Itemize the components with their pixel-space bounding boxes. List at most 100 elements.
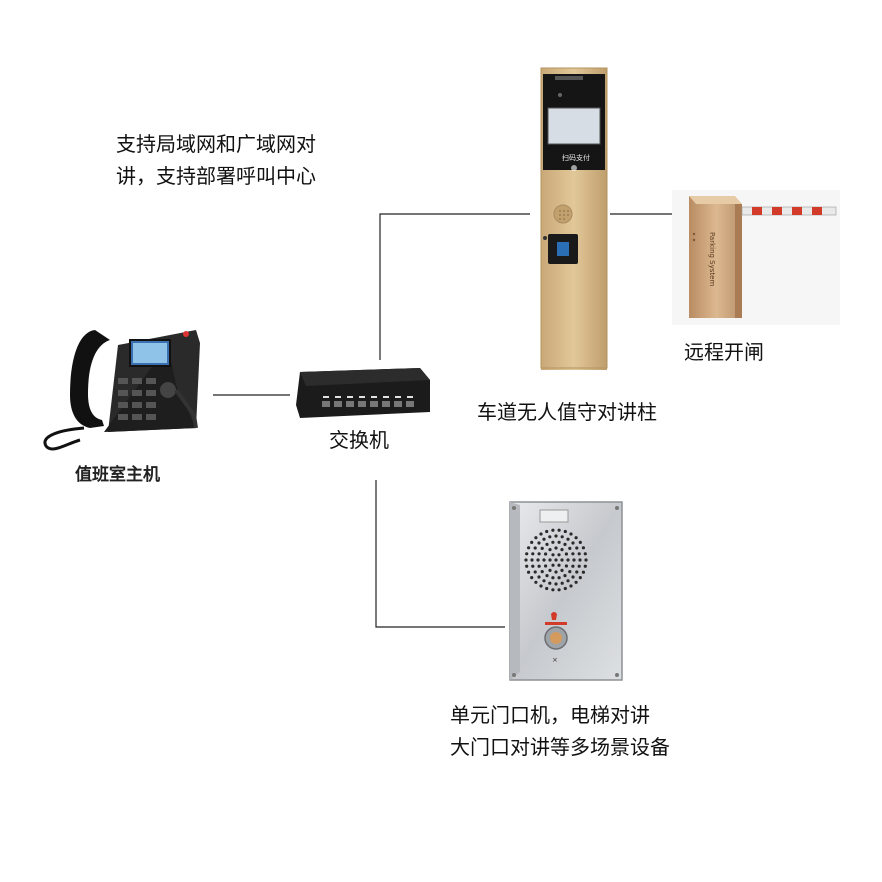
speaker-hole [557,528,561,532]
speaker-hole [577,564,581,568]
speaker-hole [557,576,561,580]
speaker-hole [557,588,561,592]
barrier-brand-label: Parking System [708,232,716,286]
speaker-hole [542,558,546,562]
speaker-hole [531,564,535,568]
speaker-hole [581,546,586,550]
desk-phone-illustration [43,330,200,451]
speaker-hole [551,588,555,592]
speaker-hole [525,552,529,556]
speaker-hole [545,542,549,547]
speaker-hole [560,558,564,562]
speaker-hole [548,548,552,552]
connector-lines [213,213,680,628]
speaker-hole [571,541,575,545]
speaker-hole [551,528,555,532]
speaker-hole [578,558,582,562]
speaker-hole [564,552,569,556]
speaker-hole [530,576,534,580]
speaker-hole [554,582,558,586]
svg-text:×: × [552,656,558,664]
speaker-hole [551,576,555,580]
speaker-hole [527,546,531,550]
speaker-hole [527,570,531,574]
speaker-hole [545,574,549,578]
speaker-hole [568,546,572,551]
speaker-hole [581,570,586,574]
speaker-hole [548,558,552,562]
speaker-hole [583,552,587,556]
speaker-hole [537,564,541,568]
speaker-hole [537,575,541,579]
speaker-hole [533,570,537,574]
speaker-grille [524,528,588,592]
speaker-hole [536,558,540,562]
speaker-hole [544,564,548,568]
speaker-hole [531,552,535,556]
barrier-gate-illustration [672,190,840,325]
speaker-hole [551,553,555,557]
speaker-hole [560,581,564,585]
barrier-label: 远程开闸 [684,340,764,364]
intercom-pillar-illustration [540,67,608,370]
speaker-hole [583,564,587,568]
speaker-hole [563,586,567,591]
line-switch-doorunit [375,480,505,628]
speaker-hole [545,529,549,534]
desk-phone-label: 值班室主机 [75,465,160,485]
speaker-hole [554,546,558,550]
speaker-hole [551,563,555,567]
description-line-1: 支持局域网和广域网对 [116,132,316,156]
door-unit-label-line-2: 大门口对讲等多场景设备 [450,735,670,759]
door-unit-illustration: × [509,501,623,681]
speaker-hole [560,568,564,573]
speaker-hole [524,558,528,562]
speaker-hole [530,558,534,562]
switch-label: 交换机 [329,428,389,452]
speaker-hole [544,552,548,556]
speaker-hole [578,576,582,580]
speaker-hole [566,537,570,541]
door-unit-label-line-1: 单元门口机，电梯对讲 [450,703,650,727]
speaker-hole [542,537,546,541]
speaker-hole [539,584,543,588]
speaker-hole [542,579,546,583]
speaker-hole [577,552,581,556]
speaker-hole [551,540,555,544]
speaker-hole [548,581,552,585]
speaker-hole [571,564,575,568]
speaker-hole [569,532,573,536]
speaker-hole [548,568,552,573]
speaker-hole [540,546,544,551]
switch-illustration [296,368,430,418]
speaker-hole [534,580,538,584]
speaker-hole [539,532,543,536]
speaker-hole [572,558,576,562]
speaker-hole [548,535,552,539]
speaker-hole [554,570,558,574]
speaker-hole [537,552,541,556]
speaker-hole [563,574,567,578]
speaker-hole [560,535,564,539]
speaker-hole [560,548,564,552]
speaker-hole [574,536,578,540]
speaker-hole [564,564,569,568]
speaker-hole [575,570,579,574]
description-line-2: 讲，支持部署呼叫中心 [116,164,316,188]
pillar-screen-label: 扫码支付 [562,153,590,162]
speaker-hole [557,553,561,557]
pillar-label: 车道无人值守对讲柱 [477,400,657,424]
speaker-hole [534,536,538,540]
speaker-hole [563,542,567,547]
speaker-hole [566,579,570,583]
speaker-hole [571,552,575,556]
speaker-hole [584,558,588,562]
speaker-hole [537,541,541,545]
speaker-hole [578,540,582,545]
speaker-hole [545,586,549,591]
speaker-hole [568,570,572,574]
speaker-hole [575,546,579,550]
speaker-hole [557,540,561,544]
line-switch-pillar [379,213,530,360]
